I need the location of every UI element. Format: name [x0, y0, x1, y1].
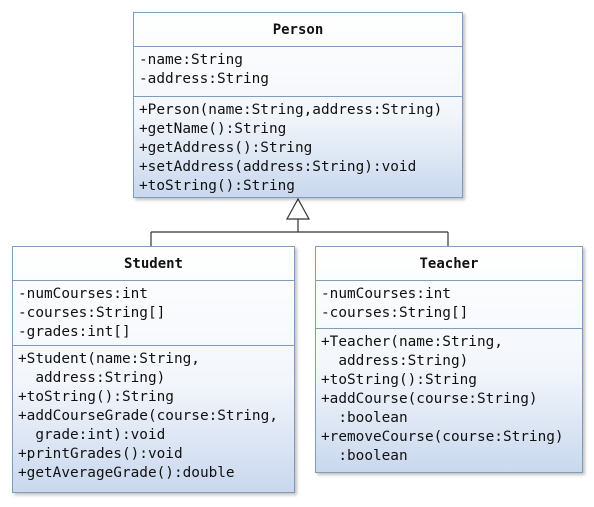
teacher-attributes: -numCourses:int -courses:String[]: [316, 281, 582, 329]
method: +Teacher(name:String,: [321, 334, 503, 350]
generalization-arrowhead: [285, 197, 311, 220]
teacher-class-box[interactable]: Teacher -numCourses:int -courses:String[…: [315, 246, 583, 473]
method: grade:int):void: [18, 427, 166, 443]
method: +toString():String: [18, 389, 174, 405]
person-class-name: Person: [134, 13, 462, 47]
method: +getAverageGrade():double: [18, 465, 235, 481]
attribute: -grades:int[]: [18, 324, 131, 340]
student-attributes: -numCourses:int -courses:String[] -grade…: [13, 281, 294, 346]
method: address:String): [18, 370, 166, 386]
attribute: -courses:String[]: [321, 305, 469, 321]
student-methods: +Student(name:String, address:String) +t…: [13, 346, 294, 483]
student-class-name: Student: [13, 247, 294, 281]
teacher-methods: +Teacher(name:String, address:String) +t…: [316, 329, 582, 466]
person-class-box[interactable]: Person -name:String -address:String +Per…: [133, 12, 463, 198]
attribute: -numCourses:int: [18, 286, 148, 302]
method: +toString():String: [139, 178, 295, 194]
method: +printGrades():void: [18, 446, 183, 462]
method: address:String): [321, 353, 469, 369]
method: +Person(name:String,address:String): [139, 102, 443, 118]
method: :boolean: [321, 410, 408, 426]
method: :boolean: [321, 448, 408, 464]
method: +setAddress(address:String):void: [139, 159, 417, 175]
method: +addCourseGrade(course:String,: [18, 408, 278, 424]
attribute: -name:String: [139, 52, 243, 68]
attribute: -courses:String[]: [18, 305, 166, 321]
method: +removeCourse(course:String): [321, 429, 564, 445]
person-methods: +Person(name:String,address:String) +get…: [134, 97, 462, 196]
person-attributes: -name:String -address:String: [134, 47, 462, 97]
method: +addCourse(course:String): [321, 391, 538, 407]
method: +Student(name:String,: [18, 351, 200, 367]
method: +getAddress():String: [139, 140, 313, 156]
student-class-box[interactable]: Student -numCourses:int -courses:String[…: [12, 246, 295, 493]
method: +toString():String: [321, 372, 477, 388]
teacher-class-name: Teacher: [316, 247, 582, 281]
method: +getName():String: [139, 121, 287, 137]
attribute: -numCourses:int: [321, 286, 451, 302]
attribute: -address:String: [139, 71, 269, 87]
